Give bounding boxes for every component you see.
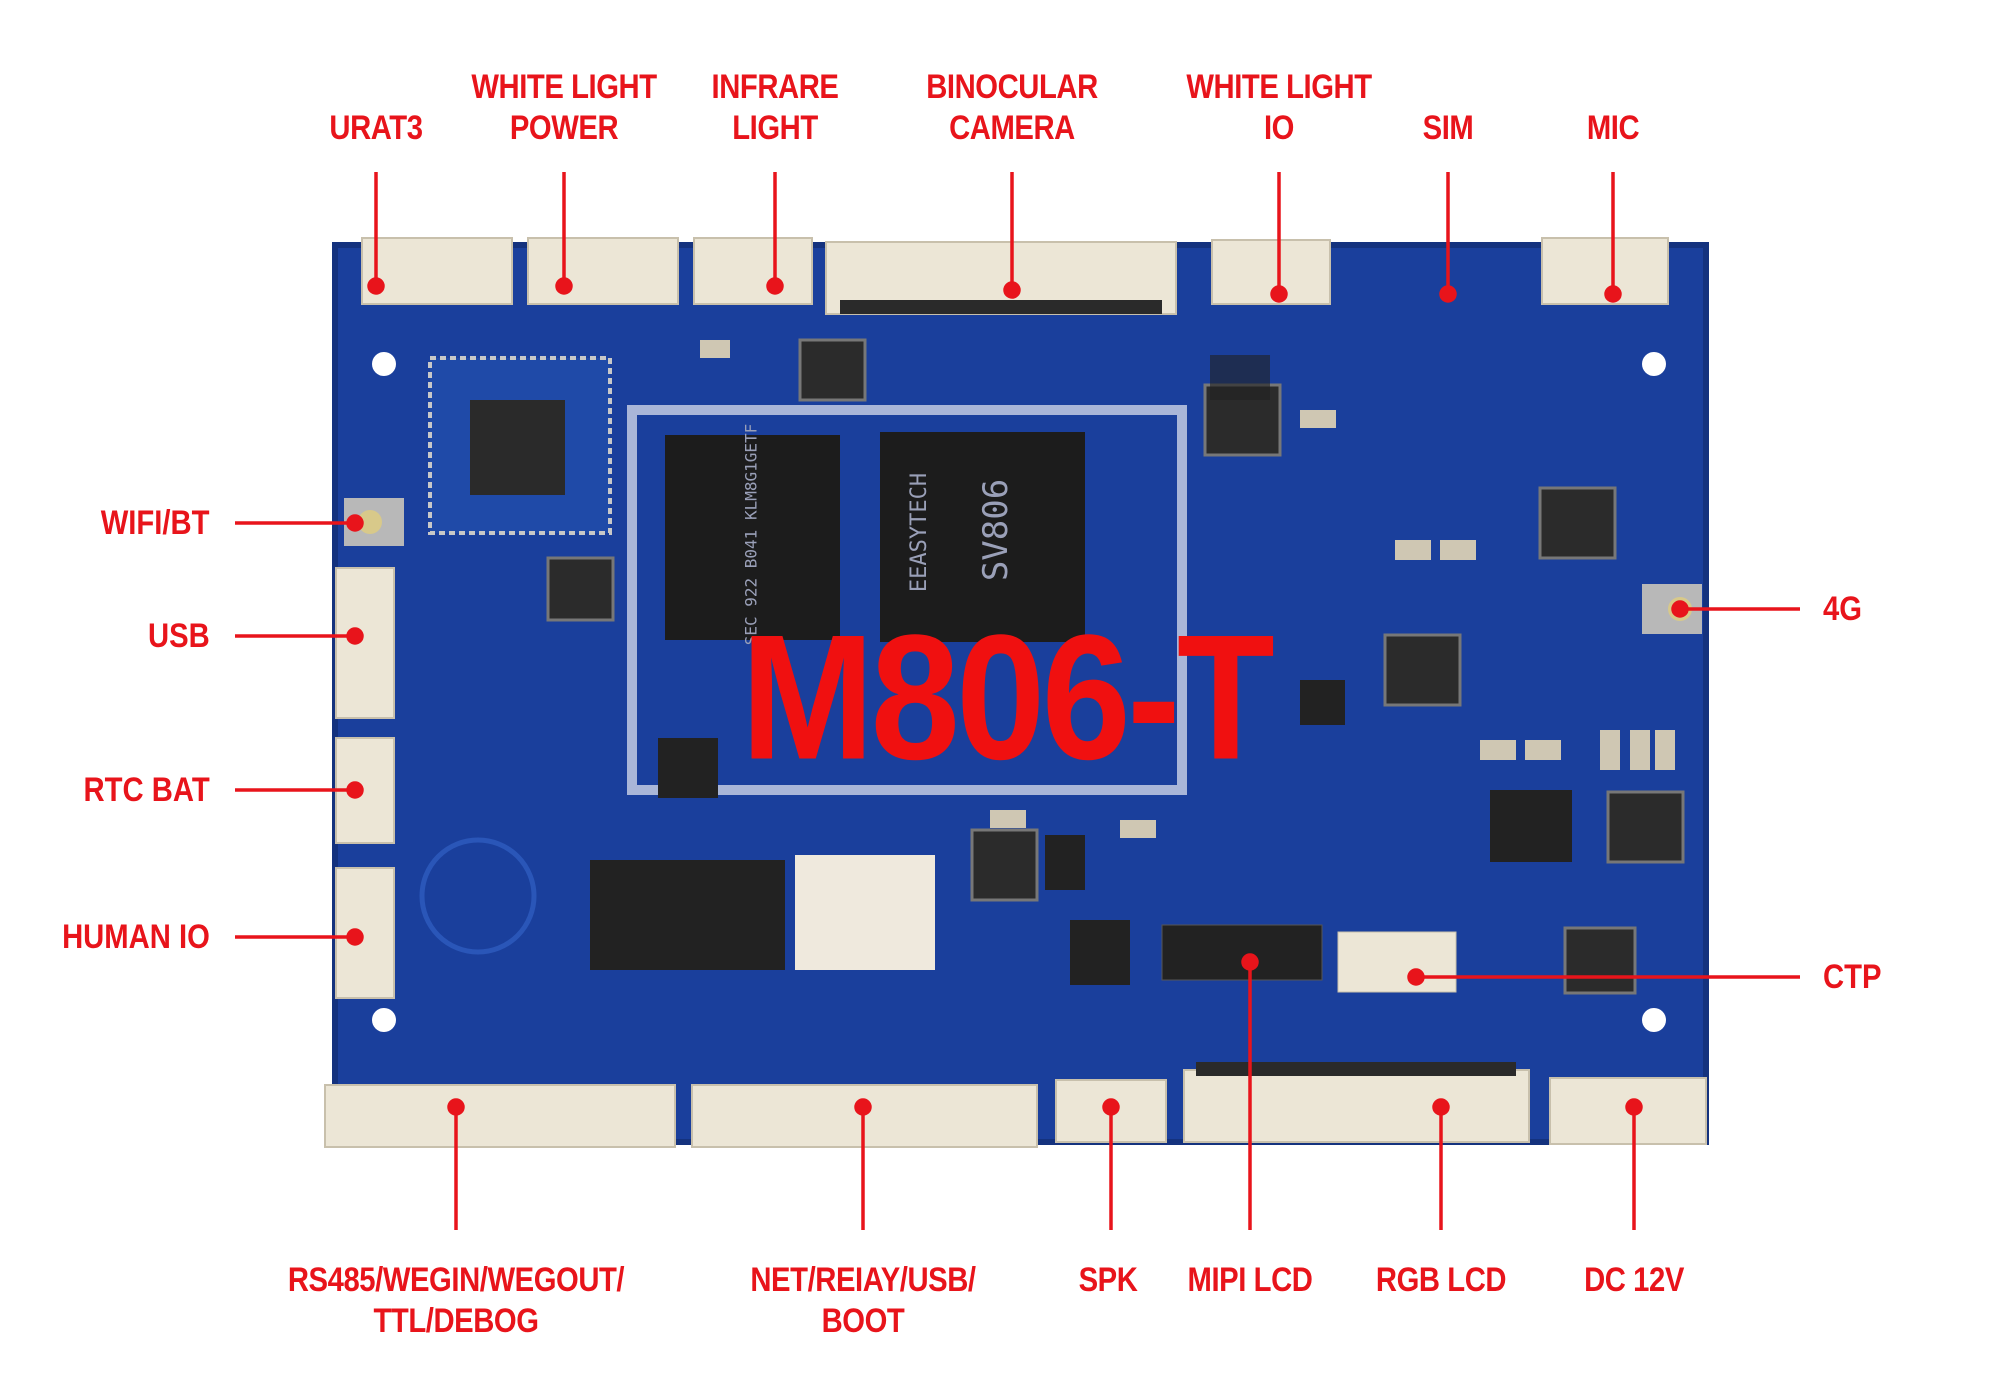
soc-chip-brand: EEASYTECH: [907, 472, 933, 593]
memory-chip: [665, 435, 840, 640]
label-rtc-bat: RTC BAT: [83, 771, 210, 809]
soc-chip-label: SV806: [976, 478, 1017, 582]
label-rgb-lcd: RGB LCD: [1375, 1261, 1507, 1299]
label-wifi-bt: WIFI/BT: [101, 504, 210, 542]
label-human-io: HUMAN IO: [62, 918, 210, 956]
label-spk: SPK: [1078, 1261, 1138, 1299]
callout-lines: [235, 172, 1800, 1230]
label-sim: SIM: [1422, 109, 1474, 147]
label-mipi-lcd: MIPI LCD: [1187, 1261, 1313, 1299]
left-connectors: [335, 567, 395, 999]
label-mic: MIC: [1586, 109, 1640, 147]
label-net-relay-usb-boot: NET/REIAY/USB/BOOT: [750, 1261, 976, 1340]
label-4g: 4G: [1823, 590, 1863, 628]
label-usb: USB: [148, 617, 210, 655]
top-connectors: [361, 237, 1669, 315]
label-urat3: URAT3: [329, 109, 423, 147]
label-dc-12v: DC 12V: [1584, 1261, 1684, 1299]
soc-chip: [880, 432, 1085, 642]
label-ctp: CTP: [1823, 958, 1882, 996]
label-rs485: RS485/WEGIN/WEGOUT/TTL/DEBOG: [287, 1261, 625, 1340]
board-model-title: M806-T: [740, 597, 1275, 797]
mounting-holes: [372, 352, 1666, 1032]
